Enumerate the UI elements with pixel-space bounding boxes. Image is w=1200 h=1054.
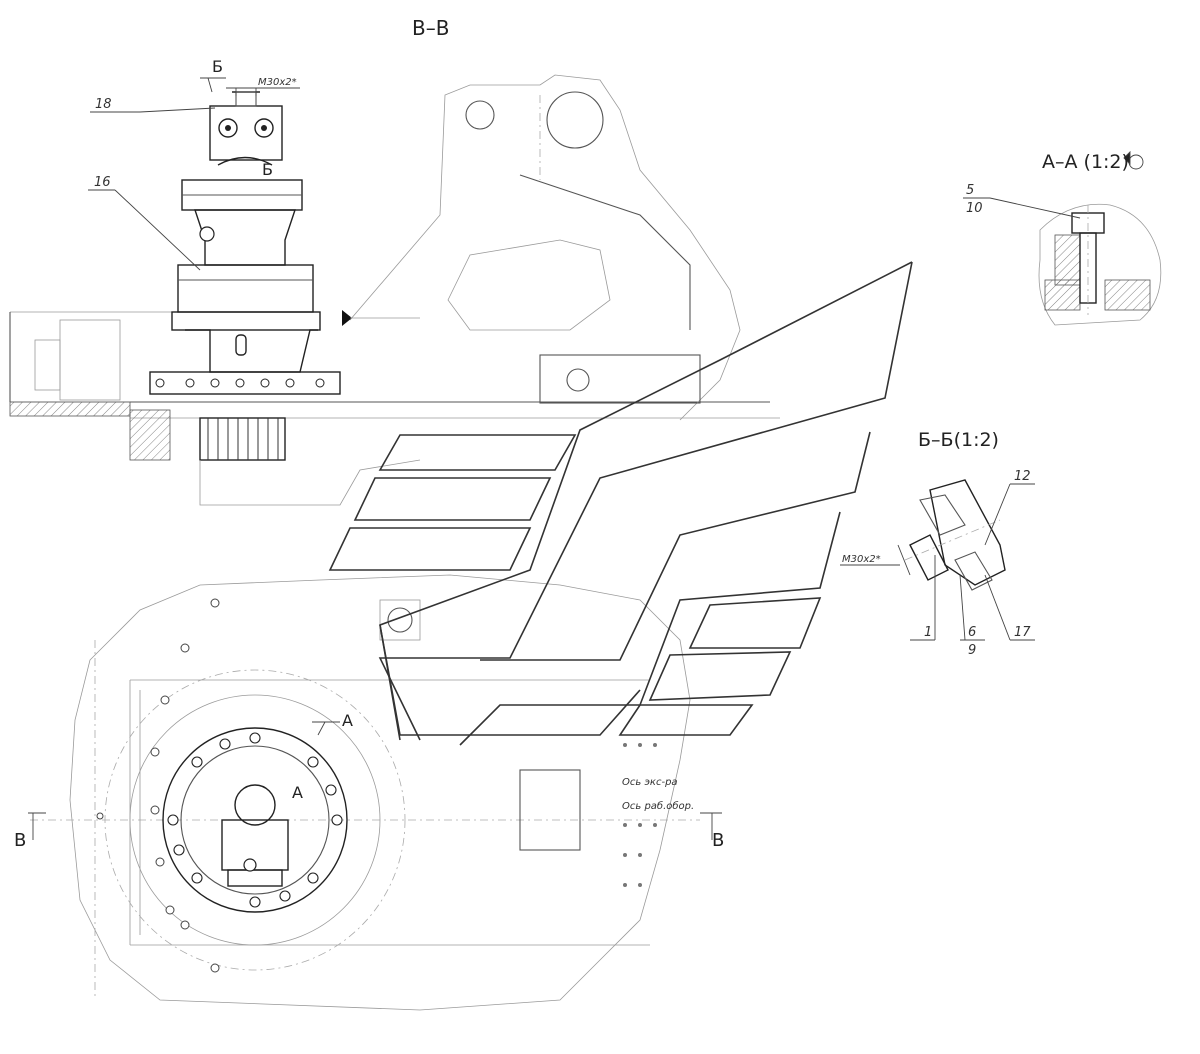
position-9: 9: [968, 643, 976, 658]
detail-aa: [1038, 203, 1162, 326]
leader-lines: [28, 77, 1144, 840]
section-vv-title: В–В: [412, 16, 449, 40]
position-18: 18: [95, 97, 112, 112]
thread-label-detail: М30х2*: [842, 554, 881, 565]
section-aa-title: А–А (1:2): [1042, 151, 1129, 173]
cut-letter-v-right: В: [712, 830, 724, 851]
position-17: 17: [1014, 625, 1031, 640]
axis-note-excavator: Ось экс-ра: [622, 777, 678, 788]
position-6: 6: [968, 625, 976, 640]
cut-letter-b-motor: Б: [262, 160, 273, 179]
axis-note-work: Ось раб.обор.: [622, 800, 694, 812]
thread-label-top: М30х2*: [258, 77, 297, 88]
plan-view: [30, 574, 700, 1011]
cut-letter-v-left: В: [14, 830, 26, 851]
position-1: 1: [924, 625, 932, 640]
position-16: 16: [94, 175, 111, 190]
position-12: 12: [1014, 469, 1031, 484]
position-10: 10: [966, 201, 983, 216]
cut-letter-a-arrow: А: [342, 711, 353, 730]
section-bb-title: Б–Б(1:2): [918, 429, 999, 451]
section-vv-view: [9, 74, 780, 506]
cut-letter-b-top: Б: [212, 57, 223, 76]
cut-letter-a-label: А: [292, 783, 303, 802]
detail-bb: [904, 479, 1006, 591]
watermark-logo: [328, 261, 913, 746]
rotated-view-icon: [1128, 154, 1144, 170]
position-5: 5: [966, 183, 974, 198]
